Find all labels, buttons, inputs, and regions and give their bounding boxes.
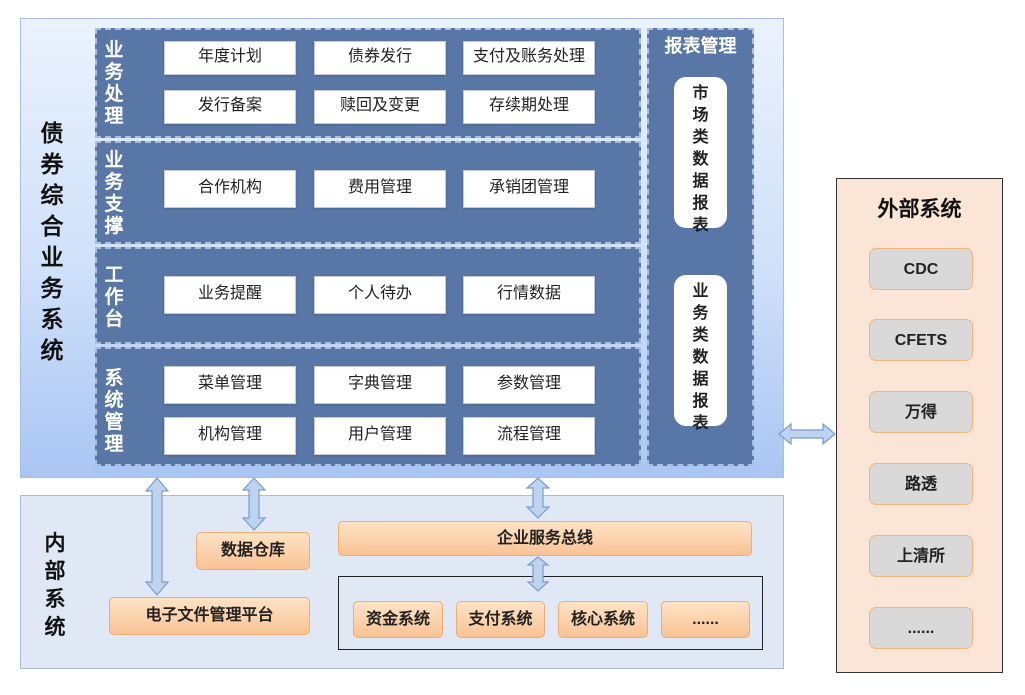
module-organization-management[interactable]: 机构管理	[164, 417, 296, 455]
report-market-data[interactable]: 市场类数据报表	[674, 77, 727, 234]
main-system-title: 债券综合业务系统	[40, 120, 64, 363]
module-workflow-management[interactable]: 流程管理	[463, 417, 595, 455]
arrow-main-to-warehouse	[241, 477, 267, 531]
module-dictionary-management[interactable]: 字典管理	[314, 366, 446, 404]
module-underwriting-group[interactable]: 承销团管理	[463, 170, 595, 208]
module-partner-institutions[interactable]: 合作机构	[164, 170, 296, 208]
internal-systems-title: 内部系统	[44, 532, 66, 639]
module-user-management[interactable]: 用户管理	[314, 417, 446, 455]
external-cfets[interactable]: CFETS	[869, 319, 973, 361]
module-market-data[interactable]: 行情数据	[463, 276, 595, 314]
core-system-payment[interactable]: 支付系统	[456, 601, 545, 638]
module-duration-processing[interactable]: 存续期处理	[463, 90, 595, 124]
module-issuance-filing[interactable]: 发行备案	[164, 90, 296, 124]
e-file-platform-box[interactable]: 电子文件管理平台	[109, 597, 310, 635]
report-business-data-label: 业务类数据报表	[692, 283, 709, 432]
module-bond-issuance[interactable]: 债券发行	[314, 41, 446, 75]
module-personal-todo[interactable]: 个人待办	[314, 276, 446, 314]
external-systems-title: 外部系统	[877, 198, 962, 221]
module-parameter-management[interactable]: 参数管理	[463, 366, 595, 404]
module-business-reminder[interactable]: 业务提醒	[164, 276, 296, 314]
enterprise-service-bus[interactable]: 企业服务总线	[338, 521, 752, 556]
external-shclearing[interactable]: 上清所	[869, 535, 973, 577]
arrow-main-to-external	[778, 422, 836, 446]
data-warehouse-box[interactable]: 数据仓库	[196, 532, 310, 570]
core-systems-frame	[338, 576, 763, 650]
group-label-system-management: 系统管理	[104, 368, 124, 455]
external-wind[interactable]: 万得	[869, 391, 973, 433]
report-management-title: 报表管理	[664, 36, 737, 56]
group-label-business-processing: 业务处理	[104, 40, 124, 127]
module-menu-management[interactable]: 菜单管理	[164, 366, 296, 404]
external-more[interactable]: ......	[869, 607, 973, 649]
core-system-core[interactable]: 核心系统	[558, 601, 648, 638]
report-market-data-label: 市场类数据报表	[692, 85, 709, 234]
arrow-esb-to-core	[526, 556, 550, 592]
module-annual-plan[interactable]: 年度计划	[164, 41, 296, 75]
module-fee-management[interactable]: 费用管理	[314, 170, 446, 208]
report-business-data[interactable]: 业务类数据报表	[674, 275, 727, 432]
core-system-more[interactable]: ......	[661, 601, 750, 638]
external-reuters[interactable]: 路透	[869, 463, 973, 505]
arrow-main-to-esb	[525, 477, 551, 519]
core-system-funds[interactable]: 资金系统	[353, 601, 443, 638]
module-payment-accounting[interactable]: 支付及账务处理	[463, 41, 595, 75]
arrow-main-to-efile	[144, 477, 170, 596]
group-label-business-support: 业务支撑	[104, 150, 124, 237]
module-redemption-change[interactable]: 赎回及变更	[314, 90, 446, 124]
group-label-workbench: 工作台	[104, 265, 124, 330]
external-cdc[interactable]: CDC	[869, 248, 973, 290]
